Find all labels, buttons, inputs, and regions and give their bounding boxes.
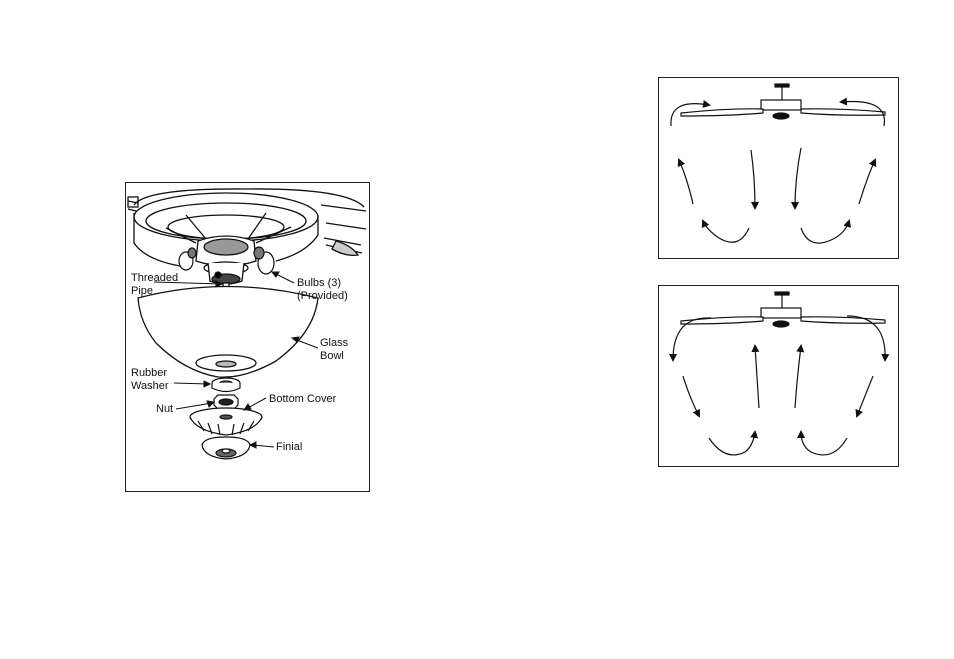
bottom-cover (190, 408, 262, 435)
label-threaded-pipe-line1: Threaded (131, 272, 178, 284)
label-bottom-cover: Bottom Cover (269, 393, 337, 405)
label-glass-bowl-line1: Glass (320, 337, 349, 349)
light-cup (196, 236, 256, 284)
finial (202, 437, 250, 459)
label-bulbs-line1: Bulbs (3) (297, 277, 341, 289)
airflow-illustration-top (659, 78, 900, 260)
light-kit-illustration: Threaded Pipe Bulbs (3) (Provided) Glass… (126, 183, 371, 493)
ceiling-fan-bottom (681, 292, 885, 327)
label-nut: Nut (156, 403, 173, 415)
airflow-arrows-bottom (673, 316, 885, 455)
label-rubber-washer-line1: Rubber (131, 367, 167, 379)
airflow-illustration-bottom (659, 286, 900, 468)
airflow-arrows-top (671, 102, 885, 244)
light-kit-diagram: Threaded Pipe Bulbs (3) (Provided) Glass… (125, 182, 370, 492)
label-glass-bowl-line2: Bowl (320, 350, 344, 362)
airflow-diagram-downdraft (658, 77, 899, 259)
nut (214, 395, 238, 409)
label-threaded-pipe-line2: Pipe (131, 285, 153, 297)
rubber-washer (212, 378, 240, 392)
glass-bowl (138, 287, 318, 378)
label-bulbs-line2: (Provided) (297, 290, 348, 302)
label-rubber-washer-line2: Washer (131, 380, 169, 392)
airflow-diagram-updraft (658, 285, 899, 467)
label-finial: Finial (276, 441, 302, 453)
